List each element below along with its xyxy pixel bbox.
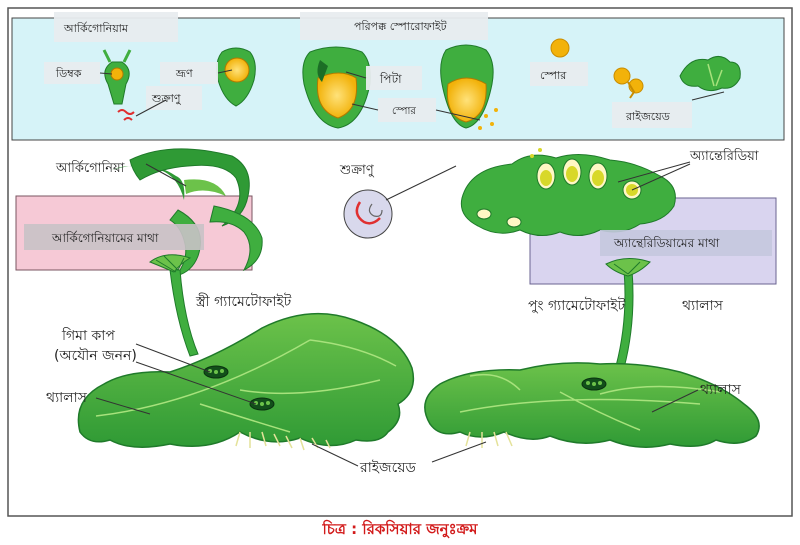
female-rhizoids bbox=[235, 431, 331, 451]
label-male-gametophyte: পুং গ্যামেটোফাইট bbox=[528, 297, 626, 314]
label-box-egg bbox=[44, 62, 100, 84]
label-box-rhizoid-top bbox=[612, 102, 692, 128]
label-sperm-main: শুক্রাণু bbox=[339, 163, 375, 178]
label-box-foot bbox=[366, 66, 422, 90]
label-gemma-cup: গিমা কাপ bbox=[61, 327, 115, 344]
figure-caption: চিত্র : রিকসিয়ার জনুঃক্রম bbox=[322, 520, 478, 538]
label-asexual-reproduction: (অযৌন জনন) bbox=[54, 347, 137, 364]
female-thallus-veins bbox=[95, 339, 397, 433]
label-antheridia: অ্যান্তেরিডিয়া bbox=[689, 148, 759, 164]
top-pointer-lines bbox=[99, 69, 725, 121]
label-archegonium: আর্কিগোনিয়াম bbox=[63, 22, 129, 35]
label-box-spore-inside bbox=[378, 98, 436, 122]
label-box-archegonium bbox=[54, 12, 178, 42]
antheridiophore-head bbox=[460, 148, 676, 236]
label-sperm-top: শুক্রাণু bbox=[151, 92, 182, 105]
label-spore: স্পোর bbox=[540, 69, 567, 82]
label-embryo: ভ্রূণ bbox=[175, 67, 193, 80]
label-thallus-top-right: থ্যালাস bbox=[682, 298, 724, 314]
label-rhizoid-top: রাইজয়েড bbox=[625, 110, 671, 123]
sperm-cells-small bbox=[117, 109, 135, 121]
label-box-mature-sporophyte bbox=[300, 12, 488, 40]
label-thallus-left: থ্যালাস bbox=[46, 390, 88, 406]
label-foot: পিটা bbox=[379, 72, 402, 86]
label-female-gametophyte: স্ত্রী গ্যামেটোফাইট bbox=[195, 293, 292, 310]
label-box-spore bbox=[530, 62, 588, 86]
male-thallus-veins bbox=[459, 373, 721, 431]
germinating-spore bbox=[613, 67, 644, 99]
main-pointer-lines bbox=[95, 161, 699, 467]
label-archegoniophore-head: আর্কিগোনিয়ামের মাথা bbox=[51, 231, 159, 245]
gemma-cup-1 bbox=[203, 365, 229, 379]
label-box-embryo bbox=[160, 62, 218, 84]
archegonium-with-egg bbox=[102, 49, 132, 105]
sporophyte-young bbox=[302, 46, 371, 129]
label-mature-sporophyte: পরিপক্ক স্পোরোফাইট bbox=[354, 20, 448, 33]
label-rhizoid-main: রাইজয়েড bbox=[359, 459, 416, 476]
sporophyte-mature bbox=[440, 44, 498, 130]
label-box-archegoniophore-head bbox=[24, 224, 204, 250]
label-thallus-right: থ্যালাস bbox=[700, 382, 742, 398]
spore-dot bbox=[550, 38, 570, 58]
label-egg: ডিম্বক bbox=[55, 67, 82, 80]
label-spore-inside: স্পোর bbox=[392, 106, 416, 117]
male-thallus bbox=[424, 362, 760, 448]
female-stalk bbox=[169, 269, 199, 357]
female-thallus bbox=[77, 312, 415, 448]
label-archegoniophore: আর্কিগোনিয়া bbox=[55, 160, 125, 176]
female-stalk-crown bbox=[148, 254, 192, 273]
gemma-cup-2 bbox=[249, 397, 275, 411]
male-rhizoids bbox=[465, 431, 513, 448]
label-antheridiophore-head: অ্যান্থেরিডিয়ামের মাথা bbox=[613, 236, 720, 250]
male-stalk-crown bbox=[605, 258, 651, 277]
sperm-circle bbox=[343, 189, 393, 239]
young-thallus bbox=[679, 56, 741, 92]
gemma-cup-3 bbox=[581, 377, 607, 391]
label-box-antheridiophore-head bbox=[600, 230, 772, 256]
